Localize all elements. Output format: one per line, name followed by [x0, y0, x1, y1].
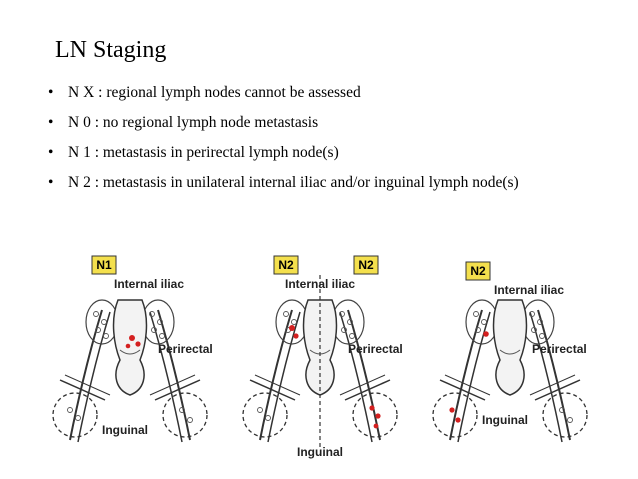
badge-n2-right [353, 255, 379, 275]
slide-title: LN Staging [55, 37, 167, 63]
badge-n1 [91, 255, 117, 275]
badge-n2-left [273, 255, 299, 275]
bullet-marker: • [48, 84, 54, 101]
lymph-node-diagram: N1 Internal iliac Perirectal Inguinal N2… [52, 255, 588, 459]
bullet-marker: • [48, 174, 54, 191]
badge-n2-left-label: N2 [278, 258, 294, 272]
label-internal-iliac: Internal iliac [114, 277, 184, 291]
node-cluster [67, 311, 193, 423]
bullet-marker: • [48, 144, 54, 161]
panel-n1: N1 Internal iliac Perirectal Inguinal [52, 255, 213, 443]
badge-n2-right-label: N2 [358, 258, 374, 272]
badge-n1-label: N1 [96, 258, 112, 272]
metastasis-nodes [289, 325, 381, 429]
bullet-text: N 1 : metastasis in perirectal lymph nod… [68, 144, 339, 161]
bullet-text: N X : regional lymph nodes cannot be ass… [68, 84, 361, 101]
label-perirectal: Perirectal [158, 342, 213, 356]
panel-n2-unilateral: N2 Internal iliac Perirectal Inguinal [432, 261, 588, 443]
label-inguinal: Inguinal [102, 423, 148, 437]
label-inguinal: Inguinal [482, 413, 528, 427]
bullet-item: • N X : regional lymph nodes cannot be as… [48, 84, 608, 102]
bullet-text: N 0 : no regional lymph node metastasis [68, 114, 319, 131]
label-perirectal: Perirectal [348, 342, 403, 356]
bullet-item: • N 2 : metastasis in unilateral internal… [48, 174, 608, 192]
node-cluster [257, 311, 355, 421]
badge-n2 [465, 261, 491, 281]
label-inguinal: Inguinal [297, 445, 343, 459]
bullet-marker: • [48, 114, 54, 131]
metastasis-nodes [125, 335, 141, 349]
node-cluster [473, 311, 573, 423]
badge-n2-label: N2 [470, 264, 486, 278]
bullet-text: N 2 : metastasis in unilateral internal … [68, 174, 519, 191]
label-internal-iliac: Internal iliac [494, 283, 564, 297]
panel-n2-bilateral: N2 N2 Internal iliac Perirectal Inguinal [242, 255, 403, 459]
bullet-item: • N 1 : metastasis in perirectal lymph no… [48, 144, 608, 162]
label-perirectal: Perirectal [532, 342, 587, 356]
bullet-list: • N X : regional lymph nodes cannot be as… [48, 84, 608, 192]
metastasis-nodes [449, 331, 489, 423]
label-internal-iliac: Internal iliac [285, 277, 355, 291]
bullet-item: • N 0 : no regional lymph node metastasis [48, 114, 608, 132]
